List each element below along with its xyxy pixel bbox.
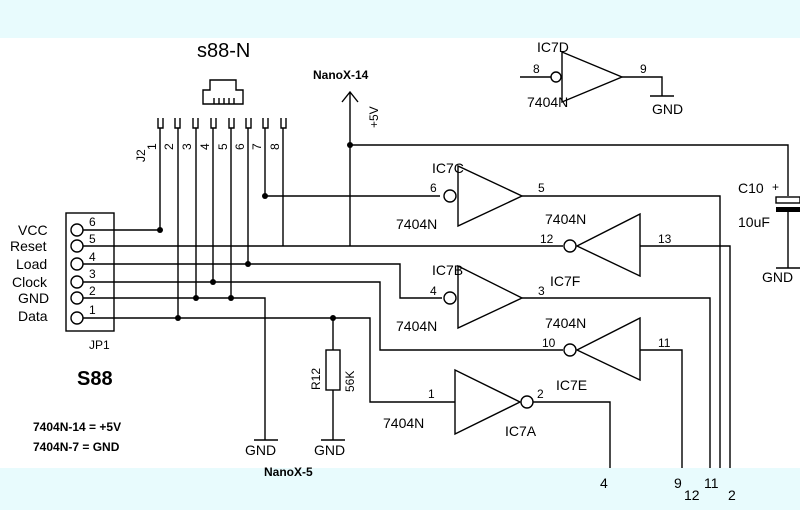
jp1-signal-data: Data <box>18 308 48 324</box>
capacitor-ref: C10 <box>738 180 764 196</box>
gate-pin-in: 1 <box>428 387 435 401</box>
schematic-sheet <box>0 38 800 468</box>
gate-ic7a: 7404N IC7A 1 2 <box>383 368 611 468</box>
j2-pin-label: 8 <box>268 143 282 150</box>
jp1-signal-clock: Clock <box>12 274 48 290</box>
gate-pin-out: 11 <box>658 336 671 350</box>
jp1-signal-gnd: GND <box>18 290 49 306</box>
j2-pin-6 <box>245 118 252 264</box>
gate-ic7f: 7404N IC7F 12 13 <box>540 211 731 468</box>
gate-ic7e: 7404N IC7E 10 11 <box>542 315 683 468</box>
jp1-pin: 5 <box>89 232 96 246</box>
ground-nanox5: NanoX-5 <box>264 465 313 479</box>
resistor-value: 56K <box>343 371 357 392</box>
title-s88n: s88-N <box>197 40 250 62</box>
plus5v-label: +5V <box>367 106 381 128</box>
terminal-label: 9 <box>674 475 682 491</box>
gnd-label: GND <box>245 442 276 458</box>
ground-left: GND <box>245 439 278 458</box>
terminal-label: 4 <box>600 475 608 491</box>
jp1-pin: 6 <box>89 215 96 229</box>
note-gnd: 7404N-7 = GND <box>33 440 120 454</box>
gate-pin-out: 3 <box>538 284 545 298</box>
gate-pin-in: 6 <box>430 181 437 195</box>
gate-name: IC7A <box>505 423 537 439</box>
capacitor-plus: + <box>772 180 779 194</box>
j2-pin-7 <box>262 118 269 196</box>
gnd-label: GND <box>314 442 345 458</box>
resistor-r12: R12 56K <box>309 318 357 440</box>
gate-pin-out: 13 <box>658 232 672 246</box>
terminal-label: 2 <box>728 487 736 503</box>
signal-wires <box>178 144 789 440</box>
gate-pin-out: 9 <box>640 62 647 76</box>
j2-pin-label: 2 <box>162 143 176 150</box>
gate-pin-in: 12 <box>540 232 554 246</box>
supply-label: NanoX-14 <box>313 68 369 82</box>
ground-resistor: GND <box>314 439 345 458</box>
gate-type: 7404N <box>545 315 586 331</box>
j2-pin-label: 6 <box>233 143 247 150</box>
header-jp1: 6 5 4 3 2 1 VCC Reset Load Clock GND Dat… <box>10 212 283 352</box>
j2-pin-3 <box>192 118 199 298</box>
gate-pin-out: 5 <box>538 181 545 195</box>
rj45-jack-icon <box>202 79 244 105</box>
gate-name: IC7F <box>550 273 580 289</box>
title-s88: S88 <box>77 368 113 390</box>
gate-pin-out: 2 <box>537 387 544 401</box>
connector-j2: J2 1 2 3 4 5 6 7 8 <box>134 118 287 318</box>
terminal-label: 12 <box>684 487 700 503</box>
gnd-label: GND <box>652 101 683 117</box>
j2-pin-label: 1 <box>145 143 159 150</box>
j2-pin-label: 3 <box>180 143 194 150</box>
j2-pin-2 <box>174 118 181 318</box>
jp1-ref: JP1 <box>89 338 110 352</box>
jp1-signal-vcc: VCC <box>18 222 48 238</box>
j2-pin-8 <box>280 118 287 246</box>
gate-name: IC7E <box>556 377 587 393</box>
gate-name: IC7D <box>537 39 569 55</box>
gate-type: 7404N <box>527 94 568 110</box>
gate-pin-in: 8 <box>533 62 540 76</box>
j2-pin-label: 4 <box>198 143 212 150</box>
j2-pin-4 <box>210 118 217 282</box>
gate-type: 7404N <box>396 318 437 334</box>
gate-type: 7404N <box>383 415 424 431</box>
gate-ic7c: IC7C 7404N 6 5 <box>396 160 721 468</box>
capacitor-c10: C10 + 10uF GND <box>738 180 800 285</box>
jp1-pin: 2 <box>89 284 96 298</box>
j2-pin-5 <box>228 118 235 298</box>
resistor-ref: R12 <box>309 368 323 390</box>
gate-ic7d: IC7D 7404N 8 9 GND <box>520 39 683 117</box>
j2-pin-1 <box>157 118 164 230</box>
supply-nanox14: NanoX-14 +5V <box>313 68 381 246</box>
jp1-signal-load: Load <box>16 256 47 272</box>
gate-name: IC7B <box>432 262 463 278</box>
j2-pin-label: 5 <box>216 143 230 150</box>
gate-pin-in: 4 <box>430 284 437 298</box>
terminal-label: 11 <box>704 475 719 491</box>
connector-ref: J2 <box>134 149 148 162</box>
gate-name: IC7C <box>432 160 464 176</box>
jp1-pin: 3 <box>89 267 96 281</box>
note-vcc: 7404N-14 = +5V <box>33 420 121 434</box>
gate-type: 7404N <box>545 211 586 227</box>
jp1-signal-reset: Reset <box>10 238 47 254</box>
gnd-label: GND <box>762 269 793 285</box>
j2-pin-label: 7 <box>250 143 264 150</box>
gate-pin-in: 10 <box>542 336 556 350</box>
jp1-pin: 1 <box>89 303 96 317</box>
gate-type: 7404N <box>396 216 437 232</box>
capacitor-value: 10uF <box>738 214 770 230</box>
jp1-pin: 4 <box>89 250 96 264</box>
gate-ic7b: IC7B 7404N 4 3 <box>396 262 711 468</box>
